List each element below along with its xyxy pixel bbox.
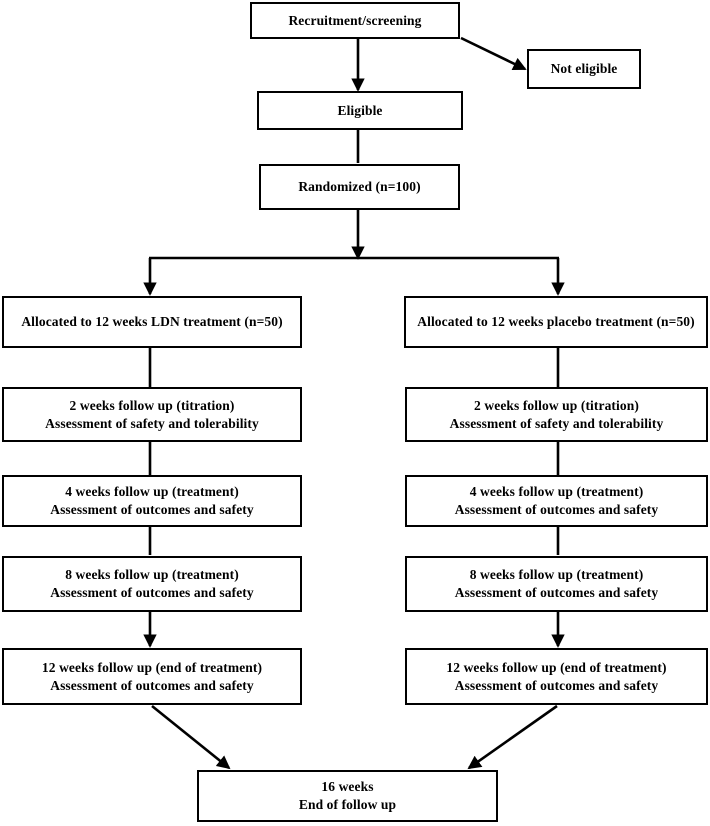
connector-ldn-w12-to-end [151,704,231,770]
node-placebo-week-8-line1: 8 weeks follow up (treatment) [469,567,644,582]
node-placebo-week-8-line2: Assessment of outcomes and safety [454,585,659,600]
node-placebo-week-12[interactable]: 12 weeks follow up (end of treatment) As… [405,648,708,705]
node-ldn-week-12-line1: 12 weeks follow up (end of treatment) [41,659,263,675]
node-ldn-week-8-line1: 8 weeks follow up (treatment) [65,567,239,582]
node-allocated-placebo[interactable]: Allocated to 12 weeks placebo treatment … [404,296,708,348]
node-placebo-week-8[interactable]: 8 weeks follow up (treatment) Assessment… [405,556,708,612]
node-ldn-week-4-line1: 4 weeks follow up (treatment) [65,484,239,499]
node-ldn-week-12-line2: Assessment of outcomes and safety [50,677,254,693]
node-placebo-week-4[interactable]: 4 weeks follow up (treatment) Assessment… [405,475,708,527]
node-placebo-week-4-line2: Assessment of outcomes and safety [454,502,659,517]
node-ldn-week-8-line2: Assessment of outcomes and safety [50,585,254,600]
node-placebo-week-2-line1: 2 weeks follow up (titration) [474,397,639,413]
node-randomized-line1: Randomized (n=100) [298,179,421,194]
node-not-eligible[interactable]: Not eligible [527,49,641,89]
node-ldn-week-4-line2: Assessment of outcomes and safety [50,502,254,517]
connector-recruitment-to-not-eligible [460,36,527,71]
node-eligible-line1: Eligible [337,102,383,118]
node-recruitment-screening-line1: Recruitment/screening [288,12,422,28]
node-ldn-week-8[interactable]: 8 weeks follow up (treatment) Assessment… [2,556,302,612]
node-ldn-week-12[interactable]: 12 weeks follow up (end of treatment) As… [2,648,302,705]
node-ldn-week-2-line1: 2 weeks follow up (titration) [69,397,235,413]
node-placebo-week-12-line1: 12 weeks follow up (end of treatment) [446,659,667,675]
node-placebo-week-4-line1: 4 weeks follow up (treatment) [469,484,644,499]
node-ldn-week-2[interactable]: 2 weeks follow up (titration) Assessment… [2,387,302,442]
node-ldn-week-2-line2: Assessment of safety and tolerability [45,415,259,431]
connector-placebo-w12-to-end [467,704,558,770]
node-end-of-follow-up[interactable]: 16 weeks End of follow up [197,770,498,822]
node-ldn-week-4[interactable]: 4 weeks follow up (treatment) Assessment… [2,475,302,527]
node-placebo-week-12-line2: Assessment of outcomes and safety [454,677,659,693]
node-end-of-follow-up-line2: End of follow up [298,797,397,812]
node-eligible[interactable]: Eligible [257,91,463,130]
node-randomized[interactable]: Randomized (n=100) [259,164,460,210]
node-recruitment-screening[interactable]: Recruitment/screening [250,2,460,39]
node-not-eligible-line1: Not eligible [550,61,618,76]
node-end-of-follow-up-line1: 16 weeks [321,779,374,794]
node-allocated-ldn-line1: Allocated to 12 weeks LDN treatment (n=5… [21,314,283,329]
node-placebo-week-2[interactable]: 2 weeks follow up (titration) Assessment… [405,387,708,442]
node-allocated-ldn[interactable]: Allocated to 12 weeks LDN treatment (n=5… [2,296,302,348]
node-allocated-placebo-line1: Allocated to 12 weeks placebo treatment … [417,314,695,329]
node-placebo-week-2-line2: Assessment of safety and tolerability [449,415,664,431]
